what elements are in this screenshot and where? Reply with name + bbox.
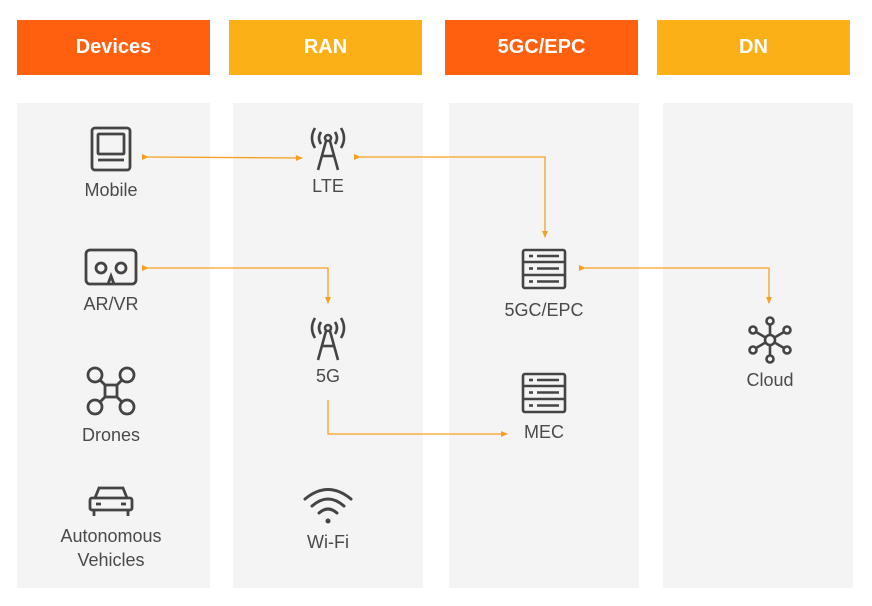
drones-label: Drones (81, 425, 141, 445)
node-cloud: Cloud (720, 316, 820, 392)
node-5gc-epc: 5GC/EPC (494, 248, 594, 322)
column-devices (17, 103, 210, 588)
mobile-label: Mobile (84, 180, 138, 200)
node-arvr: AR/VR (61, 248, 161, 316)
header-ran: RAN (229, 20, 422, 75)
mobile-icon (90, 126, 132, 172)
drone-icon (85, 365, 137, 417)
cell-tower-icon (305, 316, 351, 362)
node-mec: MEC (494, 372, 594, 444)
autonomous-vehicles-label: Autonomous Vehicles (60, 524, 161, 572)
column-core (449, 103, 639, 588)
header-dn: DN (657, 20, 850, 75)
wifi-label: Wi-Fi (307, 532, 349, 552)
autonomous-label-line2: Vehicles (77, 550, 145, 570)
mec-label: MEC (524, 422, 564, 442)
header-devices: Devices (17, 20, 210, 75)
wifi-icon (302, 486, 354, 526)
arvr-label: AR/VR (83, 294, 139, 314)
server-rack-icon (521, 248, 567, 290)
header-core: 5GC/EPC (445, 20, 638, 75)
car-icon (87, 484, 135, 518)
node-drones: Drones (61, 365, 161, 447)
node-lte: LTE (288, 126, 368, 198)
network-hub-icon (746, 316, 794, 364)
node-autonomous-vehicles: Autonomous Vehicles (41, 484, 181, 572)
vr-headset-icon (84, 248, 138, 286)
core-label: 5GC/EPC (504, 300, 584, 320)
autonomous-label-line1: Autonomous (60, 526, 162, 546)
cloud-label: Cloud (746, 370, 794, 390)
5g-label: 5G (315, 366, 340, 386)
node-mobile: Mobile (61, 126, 161, 202)
cell-tower-icon (305, 126, 351, 172)
lte-label: LTE (312, 176, 344, 196)
server-rack-icon (521, 372, 567, 414)
node-5g: 5G (288, 316, 368, 388)
node-wifi: Wi-Fi (288, 486, 368, 554)
